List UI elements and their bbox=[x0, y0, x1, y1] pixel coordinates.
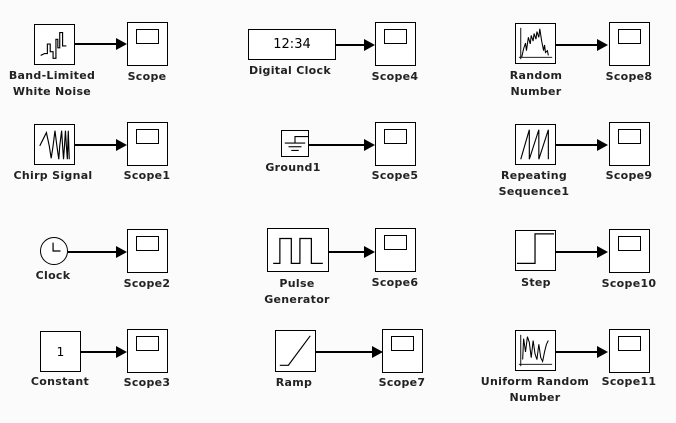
block-label: Random Number bbox=[509, 69, 563, 98]
block-label: Ramp bbox=[275, 376, 313, 389]
scope-block[interactable] bbox=[609, 122, 650, 166]
ramp-block[interactable] bbox=[275, 330, 316, 372]
connector-line bbox=[556, 144, 598, 146]
scope-screen-icon bbox=[618, 129, 641, 144]
scope-label: Scope5 bbox=[371, 169, 419, 182]
connector-line bbox=[556, 44, 598, 46]
connector-line bbox=[556, 251, 598, 253]
random-number-block[interactable] bbox=[515, 23, 556, 64]
connector-line bbox=[75, 43, 117, 45]
block-label: Clock bbox=[35, 269, 71, 282]
repeating-sequence-block[interactable] bbox=[515, 124, 556, 165]
scope-label: Scope3 bbox=[123, 376, 171, 389]
block-label: Band-Limited White Noise bbox=[8, 69, 96, 98]
scope-block[interactable] bbox=[127, 122, 168, 166]
chirp-waveform-icon bbox=[39, 130, 70, 160]
scope-screen-icon bbox=[618, 236, 641, 251]
scope-block[interactable] bbox=[375, 22, 416, 66]
arrow-icon bbox=[597, 39, 608, 51]
scope-label: Scope2 bbox=[123, 277, 171, 290]
scope-label: Scope8 bbox=[605, 70, 653, 83]
scope-screen-icon bbox=[136, 236, 159, 251]
scope-label: Scope1 bbox=[123, 169, 171, 182]
arrow-icon bbox=[116, 346, 127, 358]
scope-block[interactable] bbox=[609, 329, 650, 373]
digital-clock-block[interactable]: 12:34 bbox=[248, 29, 336, 60]
chirp-signal-block[interactable] bbox=[34, 124, 75, 165]
block-label: Pulse Generator bbox=[264, 277, 330, 306]
block-label: Ground1 bbox=[265, 161, 321, 174]
constant-value: 1 bbox=[56, 344, 65, 359]
arrow-icon bbox=[364, 246, 375, 258]
connector-line bbox=[556, 351, 598, 353]
clock-icon bbox=[52, 242, 61, 252]
scope-screen-icon bbox=[136, 129, 159, 144]
scope-screen-icon bbox=[618, 336, 641, 351]
sawtooth-icon bbox=[520, 129, 549, 160]
scope-label: Scope6 bbox=[371, 276, 419, 289]
ramp-icon bbox=[279, 335, 311, 366]
arrow-icon bbox=[116, 246, 127, 258]
scope-block[interactable] bbox=[382, 329, 423, 373]
constant-block[interactable]: 1 bbox=[40, 331, 81, 372]
block-label: Constant bbox=[30, 375, 90, 388]
connector-line bbox=[329, 251, 365, 253]
noise-waveform-icon bbox=[40, 32, 67, 59]
scope-screen-icon bbox=[136, 29, 159, 44]
connector-line bbox=[309, 144, 365, 146]
scope-screen-icon bbox=[384, 129, 407, 144]
scope-screen-icon bbox=[384, 235, 407, 250]
scope-screen-icon bbox=[391, 336, 414, 351]
step-icon bbox=[516, 233, 555, 264]
scope-screen-icon bbox=[618, 29, 641, 44]
ground-block[interactable] bbox=[281, 130, 309, 157]
arrow-icon bbox=[597, 246, 608, 258]
connector-line bbox=[81, 351, 117, 353]
block-label: Repeating Sequence1 bbox=[498, 169, 570, 198]
scope-label: Scope9 bbox=[605, 169, 653, 182]
arrow-icon bbox=[364, 39, 375, 51]
block-label: Uniform Random Number bbox=[480, 375, 590, 404]
scope-label: Scope bbox=[127, 70, 167, 83]
uniform-random-number-block[interactable] bbox=[515, 330, 556, 371]
scope-label: Scope7 bbox=[378, 376, 426, 389]
arrow-icon bbox=[116, 38, 127, 50]
scope-label: Scope11 bbox=[601, 375, 657, 388]
block-label: Step bbox=[521, 276, 551, 289]
connector-line bbox=[336, 44, 365, 46]
arrow-icon bbox=[116, 139, 127, 151]
scope-block[interactable] bbox=[375, 122, 416, 166]
connector-line bbox=[68, 251, 117, 253]
scope-screen-icon bbox=[136, 336, 159, 351]
scope-label: Scope10 bbox=[601, 277, 657, 290]
scope-block[interactable] bbox=[609, 229, 650, 273]
ground-icon bbox=[284, 136, 308, 151]
random-waveform-icon bbox=[518, 27, 553, 60]
connector-line bbox=[75, 144, 117, 146]
arrow-icon bbox=[364, 139, 375, 151]
step-block[interactable] bbox=[515, 230, 556, 271]
scope-screen-icon bbox=[384, 29, 407, 44]
scope-block[interactable] bbox=[127, 22, 168, 66]
scope-block[interactable] bbox=[375, 228, 416, 272]
scope-block[interactable] bbox=[127, 329, 168, 373]
digital-clock-display: 12:34 bbox=[273, 37, 311, 52]
uniform-random-icon bbox=[518, 334, 553, 367]
scope-block[interactable] bbox=[127, 229, 168, 273]
scope-label: Scope4 bbox=[371, 70, 419, 83]
arrow-icon bbox=[372, 346, 383, 358]
block-label: Chirp Signal bbox=[13, 169, 93, 182]
connector-line bbox=[316, 351, 373, 353]
scope-block[interactable] bbox=[609, 22, 650, 66]
band-limited-white-noise-block[interactable] bbox=[34, 24, 75, 65]
pulse-waveform-icon bbox=[273, 237, 323, 264]
block-label: Digital Clock bbox=[249, 64, 331, 77]
arrow-icon bbox=[597, 139, 608, 151]
arrow-icon bbox=[597, 346, 608, 358]
pulse-generator-block[interactable] bbox=[267, 228, 329, 272]
clock-block[interactable] bbox=[40, 237, 68, 265]
